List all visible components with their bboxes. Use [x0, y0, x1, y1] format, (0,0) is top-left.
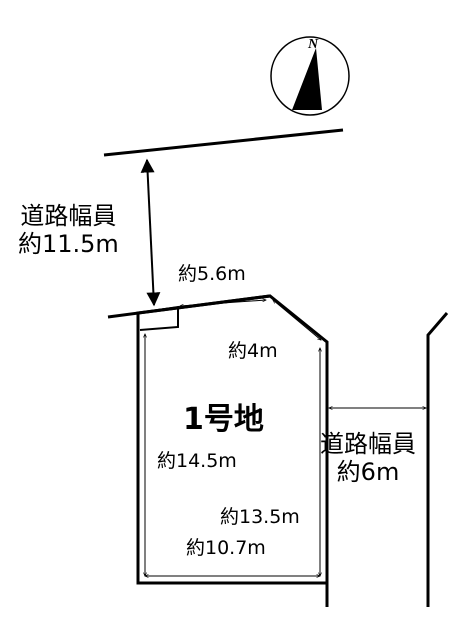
dim-east-label: 約13.5m	[220, 506, 300, 528]
north-road-width-label: 道路幅員 約11.5m	[18, 202, 119, 259]
compass-letter: N	[307, 37, 319, 52]
north-road-width-value: 約11.5m	[18, 230, 119, 259]
north-needle-icon	[292, 48, 322, 110]
dim-north-label: 約5.6m	[178, 263, 246, 285]
corner-box	[137, 305, 179, 331]
east-road-width-title: 道路幅員	[320, 430, 416, 458]
lot-number-label: 1号地	[183, 402, 264, 437]
dim-west-label: 約14.5m	[157, 450, 237, 472]
dim-south-label: 約10.7m	[186, 537, 266, 559]
dim-line-north	[180, 300, 266, 306]
east-road-east-edge	[426, 312, 449, 607]
dim-line-corner	[273, 300, 321, 340]
north-road-width-title: 道路幅員	[20, 202, 117, 230]
north-road-width-arrow	[140, 158, 161, 307]
east-road-width-label: 道路幅員 約6m	[320, 430, 416, 487]
east-road-width-value: 約6m	[336, 458, 400, 487]
north-road-edge	[103, 128, 344, 157]
dim-corner-label: 約4m	[228, 340, 278, 362]
north-arrow-icon: N	[270, 36, 350, 116]
